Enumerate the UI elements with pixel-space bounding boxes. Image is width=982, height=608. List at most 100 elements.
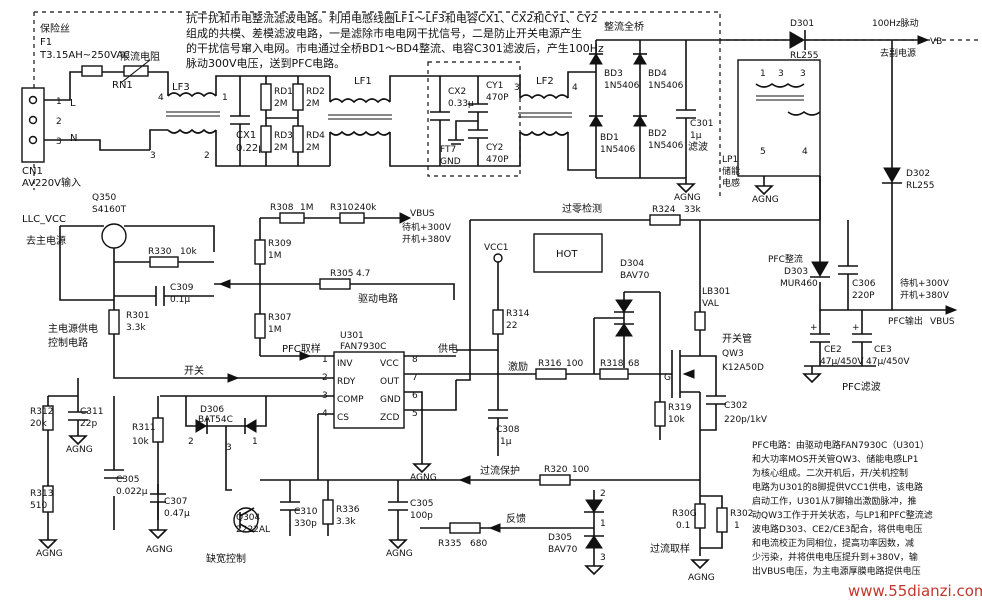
r308-ref: R308	[270, 203, 294, 213]
pin-vcc: VCC	[380, 359, 399, 369]
pfc-note-line-6: 动QW3工作于开关状态，与LP1和PFC整流滤	[752, 509, 933, 521]
d302-ref: D302	[906, 169, 930, 179]
svg-text:G: G	[664, 373, 671, 383]
r314-value: 22	[506, 321, 517, 331]
resistor-r301: R301 3.3k 主电源供电 控制电路	[48, 278, 310, 379]
agnd-c311: AGNG	[66, 445, 93, 455]
r309-ref: R309	[268, 239, 292, 249]
c302-value: 220p/1kV	[724, 415, 768, 425]
top-note-line-2: 组成的共模、差模滤波电路，一是滤除市电电网干扰信号，二是防止开关电源产生	[186, 26, 582, 40]
cs-filter: C310 330p R336 3.3k	[260, 414, 420, 536]
r307-ref: R307	[268, 313, 291, 323]
bd2-part: 1N5406	[648, 141, 684, 151]
r308-value: 1M	[300, 203, 314, 213]
fuse-ref: F1	[40, 37, 52, 48]
vcc1-label: VCC1	[484, 243, 508, 253]
r336-ref: R336	[336, 505, 360, 515]
lb301-value: VAL	[702, 299, 719, 309]
lf1-label: LF1	[354, 76, 372, 87]
pfc-note-line-9: 少污染，并将供电电压提升到+380V，输	[752, 551, 918, 563]
vbus-run-top: 开机+380V	[402, 233, 452, 245]
rn1-ref: RN1	[112, 80, 133, 91]
svg-text:4: 4	[158, 93, 164, 103]
llc-vcc-label: LLC_VCC	[22, 214, 66, 225]
c305b-ref: C305	[410, 499, 433, 509]
pfc-note-line-10: 出VBUS电压，为主电源厚膜电路提供电压	[752, 565, 921, 577]
bd1-diode	[589, 115, 603, 127]
choke-lf1: LF1	[328, 75, 460, 167]
svg-text:4: 4	[572, 83, 578, 93]
fuse-rating: T3.15AH~250VAC	[39, 50, 130, 61]
q350-part: S4160T	[92, 205, 127, 215]
bd4-part: 1N5406	[648, 81, 684, 91]
svg-text:8: 8	[412, 355, 418, 365]
r324-ref: R324	[652, 205, 676, 215]
rd3-value: 2M	[274, 143, 288, 153]
svg-text:2: 2	[204, 151, 210, 161]
c305-small-value: 0.022μ	[116, 487, 148, 497]
ce2-ref: CE2	[824, 345, 842, 355]
resistor-r319: R319 10k	[654, 374, 692, 440]
cx2-ref: CX2	[448, 87, 466, 97]
d304-part: BAV70	[620, 271, 650, 281]
capacitor-c301: C301 1μ 滤波 AGNG	[674, 40, 713, 203]
r316-ref: R316	[538, 359, 562, 369]
u301-part: FAN7930C	[340, 342, 386, 352]
lf2-coil-bot	[519, 130, 569, 136]
qw3-part: K12A50D	[722, 363, 764, 373]
rd4-value: 2M	[306, 143, 320, 153]
bd3-part: 1N5406	[604, 81, 640, 91]
r302-value: 1	[734, 521, 740, 531]
agnd-u301: AGNG	[410, 473, 437, 483]
r30g-value: 0.1	[676, 521, 690, 531]
svg-text:3: 3	[226, 443, 232, 453]
vb-dest-label: 去副电源	[880, 47, 916, 59]
rd1-value: 2M	[274, 99, 288, 109]
pfc-note-line-3: 为核心组成。二次开机后，开/关机控制	[752, 467, 908, 479]
d301-part: RL255	[790, 51, 818, 61]
rd4-body	[292, 125, 304, 153]
hot-label: HOT	[556, 249, 578, 260]
svg-text:3: 3	[778, 69, 784, 79]
pin-zcd: ZCD	[380, 413, 399, 423]
watermark: www.55dianzi.com	[848, 582, 982, 600]
rn1-desc: 限流电阻	[120, 50, 160, 63]
vbus-standby-top: 待机+300V	[402, 221, 452, 233]
d304-ref: D304	[620, 259, 644, 269]
rd2-value: 2M	[306, 99, 320, 109]
svg-text:3: 3	[514, 83, 520, 93]
c309-ref: C309	[170, 283, 194, 293]
r301-ref: R301	[126, 311, 149, 321]
rd2-ref: RD2	[306, 87, 325, 97]
r30g-ref: R30G	[672, 509, 697, 519]
ac-input-label: AV220V输入	[22, 176, 81, 189]
pfc-sample-label: PFC取样	[282, 342, 321, 355]
cx2-value: 0.33μ	[448, 99, 474, 109]
svg-text:1: 1	[322, 355, 328, 365]
mosfet-qw3: G 开关管 QW3 K12A50D C302 220p/1kV	[664, 332, 768, 431]
ce2-value: 47μ/450V	[820, 357, 864, 367]
resistor-r305: R305 4.7 驱动电路	[214, 269, 455, 305]
pin-cs: CS	[337, 413, 349, 423]
pfc-filter-label: PFC滤波	[842, 380, 881, 393]
svg-text:7: 7	[412, 373, 418, 383]
wire-neutral-in	[44, 139, 150, 151]
bd3-ref: BD3	[604, 69, 623, 79]
c301-desc: 滤波	[688, 140, 708, 153]
zero-label: 过零检测	[562, 202, 602, 215]
lf3-coil-bot	[167, 128, 217, 134]
standby-voltage: 待机+300V	[900, 277, 950, 289]
d306-ref: D306	[200, 405, 224, 415]
pin-inv: INV	[337, 359, 353, 369]
lp1-box	[737, 59, 821, 177]
thermistor-rn1: RN1 限流电阻	[112, 50, 160, 91]
qw3-desc: 开关管	[722, 332, 752, 345]
d303-part: MUR460	[780, 279, 818, 289]
lp1-desc-1: 储能	[722, 165, 740, 177]
cy2-ref: CY2	[486, 143, 503, 153]
cn1-pin-1	[28, 95, 38, 105]
pfc-note-line-5: 启动工作，U301从7脚输出激励脉冲，推	[752, 495, 917, 507]
